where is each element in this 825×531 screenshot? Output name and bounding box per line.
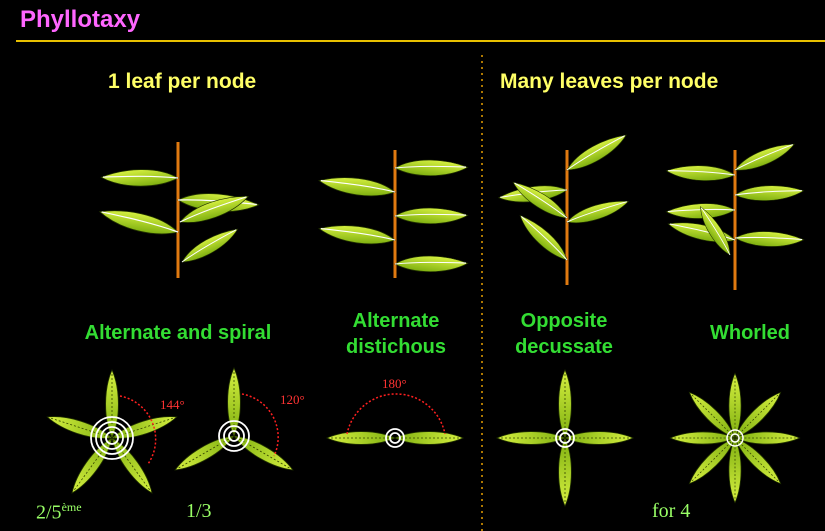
angle-144: 144° [160,397,185,412]
floral-diagram-180 [326,393,464,448]
whorled-shoot [665,141,805,290]
heading-one-leaf: 1 leaf per node [108,70,257,93]
distichous-shoot [318,150,469,279]
angle-180: 180° [382,376,407,391]
fraction-two-fifths: 2/5ème [36,500,82,525]
slide-title: Phyllotaxy [20,6,141,33]
floral-diagram-decussate [496,369,634,507]
fraction-two-fifths-value: 2/5 [36,501,62,524]
angle-120: 120° [280,392,305,407]
fraction-one-third: 1/3 [186,500,212,522]
label-whorled: Whorled [710,322,790,344]
floral-diagram-1-3 [171,367,297,476]
title-bar [0,0,825,40]
fraction-for-four: for 4 [652,500,691,522]
label-alternate-distichous: Alternate distichous [345,310,446,358]
label-opposite-decussate: Opposite decussate [515,310,613,358]
heading-many-leaves: Many leaves per node [500,70,719,93]
floral-diagram-2-5 [44,369,180,498]
spiral-shoot [97,142,260,278]
floral-diagram-whorled [670,373,800,503]
title-underline [16,40,825,42]
opposite-shoot [497,132,632,285]
fraction-two-fifths-suffix: ème [61,500,82,514]
label-alternate-spiral: Alternate and spiral [84,322,272,344]
